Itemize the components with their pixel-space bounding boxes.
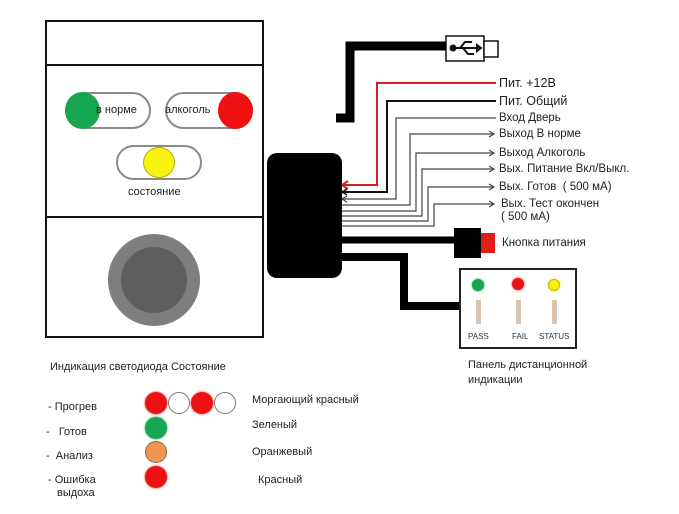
remote-led-pass — [472, 279, 484, 291]
remote-label-pass: PASS — [468, 332, 489, 341]
mouthpiece — [108, 234, 200, 326]
led-norm-icon — [65, 92, 100, 129]
wire-out-norm — [342, 133, 494, 206]
legend-state-error-2: выдоха — [57, 487, 95, 499]
legend-led-0-1 — [168, 392, 190, 414]
legend-led-1-0 — [145, 417, 167, 439]
wire-out-ready — [342, 186, 494, 222]
remote-led-fail — [512, 278, 524, 290]
remote-indication-panel: PASS FAIL STATUS — [459, 268, 577, 349]
led-alcohol-label: алкоголь — [165, 104, 211, 116]
usb-cable — [345, 41, 447, 120]
remote-slot-fail — [516, 300, 521, 324]
mouthpiece-inner — [121, 247, 187, 313]
wire-label-out-alcohol: Выход Алкоголь — [499, 147, 586, 159]
led-status-label: состояние — [128, 186, 181, 198]
power-button-housing — [454, 228, 481, 258]
led-status-indicator — [116, 145, 202, 180]
wire-out-test-arrow — [488, 200, 496, 208]
wire-door — [342, 117, 496, 200]
wire-out-alcohol-arrow — [488, 149, 496, 157]
legend-led-0-3 — [214, 392, 236, 414]
remote-led-status — [548, 279, 560, 291]
wire-label-common: Пит. Общий — [499, 94, 568, 108]
legend-state-warmup: - Прогрев — [48, 401, 97, 413]
legend-desc-ready: Зеленый — [252, 419, 298, 431]
legend-desc-error: Красный — [258, 474, 303, 486]
remote-panel-caption-1: Панель дистанционной — [468, 359, 588, 371]
legend-desc-warmup: Моргающий красный — [252, 394, 359, 406]
remote-panel-caption-2: индикации — [468, 374, 523, 386]
led-norm-label: в норме — [96, 104, 137, 116]
wire-label-out-test-current: ( 500 мА) — [501, 211, 550, 223]
wire-label-out-power: Вых. Питание Вкл/Выкл. — [499, 163, 630, 175]
breathalyzer-device: в норме алкоголь состояние — [45, 20, 264, 338]
legend-state-ready: - Готов — [46, 426, 87, 438]
led-norm-indicator — [65, 92, 151, 129]
device-divider-bottom — [47, 216, 262, 218]
wire-12v — [342, 82, 496, 186]
wire-label-door: Вход Дверь — [499, 112, 561, 124]
power-button-label: Кнопка питания — [502, 237, 586, 249]
power-button[interactable] — [481, 233, 495, 253]
remote-label-fail: FAIL — [512, 332, 529, 341]
legend-state-error: - Ошибка — [48, 474, 96, 486]
wire-common — [342, 100, 496, 193]
legend-led-2-0 — [145, 441, 167, 463]
led-alcohol-icon — [218, 92, 253, 129]
wire-out-test — [342, 203, 494, 227]
wire-label-out-ready: Вых. Готов ( 500 мА) — [499, 181, 612, 193]
legend-desc-analysis: Оранжевый — [252, 446, 313, 458]
usb-icon — [449, 41, 483, 55]
remote-panel-cable — [336, 253, 460, 310]
wire-out-alcohol — [342, 152, 494, 212]
legend-led-0-2 — [191, 392, 213, 414]
wire-out-power-arrow — [488, 165, 496, 173]
led-alcohol-indicator — [165, 92, 253, 129]
usb-cable-end — [336, 110, 355, 123]
led-status-icon — [143, 147, 175, 178]
legend-title: Индикация светодиода Состояние — [50, 361, 226, 373]
wire-label-out-test: Вых. Тест окончен — [501, 198, 600, 210]
wire-out-ready-arrow — [488, 183, 496, 191]
remote-slot-status — [552, 300, 557, 324]
legend-state-analysis: - Анализ — [46, 450, 93, 462]
remote-label-status: STATUS — [539, 332, 570, 341]
wire-label-12v: Пит. +12В — [499, 76, 556, 90]
usb-plug-tip — [483, 40, 499, 58]
connector-box — [267, 153, 342, 278]
wire-out-norm-arrow — [488, 130, 496, 138]
legend-led-0-0 — [145, 392, 167, 414]
device-divider-top — [47, 64, 262, 66]
wire-label-out-norm: Выход В норме — [499, 128, 581, 140]
legend-led-3-0 — [145, 466, 167, 488]
wire-out-power — [342, 168, 494, 217]
remote-slot-pass — [476, 300, 481, 324]
